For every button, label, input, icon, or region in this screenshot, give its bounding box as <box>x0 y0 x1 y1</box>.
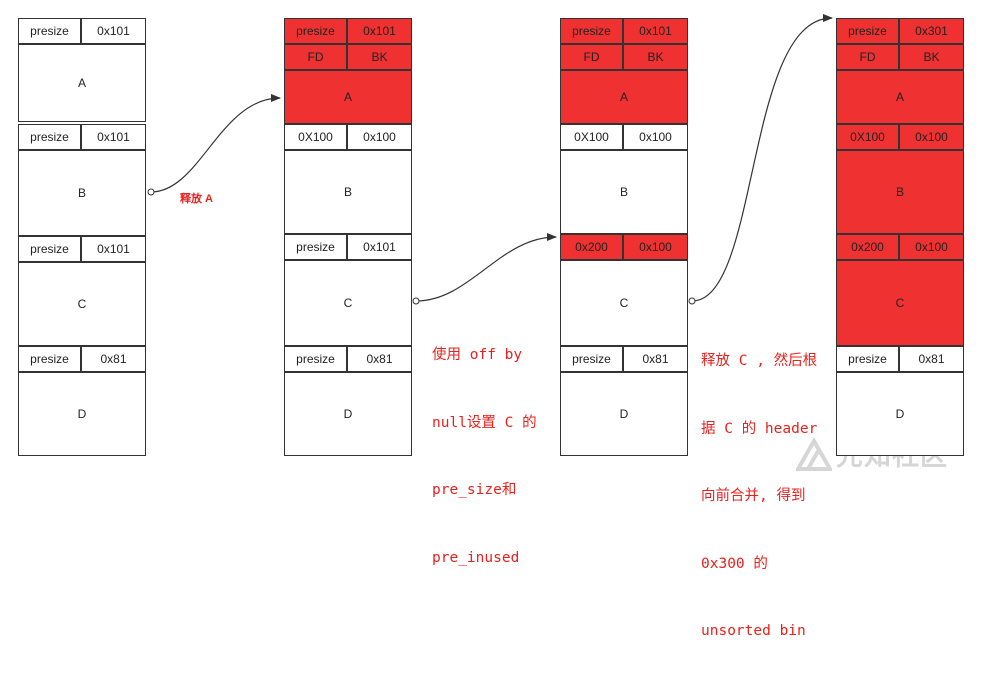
chunk-field-fd: FD <box>284 44 347 70</box>
chunk-field-presize: presize <box>284 234 347 260</box>
annotation-off-by-null: 使用 off by null设置 C 的 pre_size和 pre_inuse… <box>432 299 537 614</box>
chunk-body-d: D <box>18 372 146 456</box>
chunk-field-bk: BK <box>347 44 412 70</box>
chunk-field-bk: BK <box>899 44 964 70</box>
heap-diagram: 释放 A 使用 off by null设置 C 的 pre_size和 pre_… <box>18 14 964 639</box>
arrow-free-c-origin <box>688 297 696 305</box>
chunk-body-a: A <box>284 70 412 124</box>
chunk-field-0x101: 0x101 <box>81 236 146 262</box>
chunk-body-b: B <box>560 150 688 234</box>
chunk-body-b: B <box>18 150 146 236</box>
chunk-body-b: B <box>284 150 412 234</box>
chunk-field-0x100: 0X100 <box>284 124 347 150</box>
annotation-line: 向前合并, 得到 <box>701 488 806 504</box>
chunk-field-0x200: 0x200 <box>836 234 899 260</box>
chunk-body-a: A <box>560 70 688 124</box>
arrow-free-a-origin <box>147 188 155 196</box>
chunk-body-d: D <box>560 372 688 456</box>
chunk-field-presize: presize <box>284 346 347 372</box>
watermark-logo-icon <box>796 437 832 471</box>
chunk-field-bk: BK <box>623 44 688 70</box>
chunk-field-presize: presize <box>836 18 899 44</box>
chunk-field-0x100: 0x100 <box>347 124 412 150</box>
chunk-field-presize: presize <box>836 346 899 372</box>
annotation-line: 0x300 的 <box>701 555 768 572</box>
chunk-field-0x101: 0x101 <box>81 18 146 44</box>
chunk-field-0x200: 0x200 <box>560 234 623 260</box>
chunk-field-0x100: 0x100 <box>899 124 964 150</box>
chunk-field-0x100: 0X100 <box>560 124 623 150</box>
chunk-body-c: C <box>560 260 688 346</box>
chunk-field-fd: FD <box>560 44 623 70</box>
annotation-line: pre_inused <box>432 549 520 566</box>
chunk-field-0x101: 0x101 <box>347 18 412 44</box>
chunk-field-fd: FD <box>836 44 899 70</box>
chunk-field-0x101: 0x101 <box>347 234 412 260</box>
annotation-line: pre_size和 <box>432 482 517 498</box>
annotation-free-a: 释放 A <box>180 193 213 205</box>
chunk-field-presize: presize <box>18 18 81 44</box>
annotation-line: null设置 C 的 <box>432 414 537 431</box>
chunk-body-d: D <box>284 372 412 456</box>
chunk-field-0x101: 0x101 <box>623 18 688 44</box>
chunk-body-b: B <box>836 150 964 234</box>
chunk-body-c: C <box>284 260 412 346</box>
chunk-body-a: A <box>18 44 146 122</box>
chunk-field-0x101: 0x101 <box>81 124 146 150</box>
chunk-field-0x100: 0x100 <box>623 234 688 260</box>
arrow-off-by-null-origin <box>412 297 420 305</box>
chunk-body-c: C <box>18 262 146 346</box>
chunk-field-presize: presize <box>18 236 81 262</box>
chunk-field-presize: presize <box>18 346 81 372</box>
chunk-body-d: D <box>836 372 964 456</box>
annotation-line: 据 C 的 header <box>701 420 818 437</box>
chunk-field-presize: presize <box>284 18 347 44</box>
annotation-line: 使用 off by <box>432 347 523 363</box>
chunk-field-presize: presize <box>560 346 623 372</box>
chunk-field-0x81: 0x81 <box>623 346 688 372</box>
arrow-free-c <box>691 14 833 302</box>
chunk-field-0x100: 0x100 <box>623 124 688 150</box>
chunk-field-0x81: 0x81 <box>81 346 146 372</box>
arrow-layer <box>147 14 833 305</box>
chunk-body-a: A <box>836 70 964 124</box>
chunk-field-0x100: 0X100 <box>836 124 899 150</box>
arrow-free-a <box>150 94 281 193</box>
chunk-field-presize: presize <box>18 124 81 150</box>
arrow-off-by-null <box>415 233 557 302</box>
chunk-field-0x301: 0x301 <box>899 18 964 44</box>
chunk-body-c: C <box>836 260 964 346</box>
chunk-field-presize: presize <box>560 18 623 44</box>
annotation-free-c: 释放 C , 然后根 据 C 的 header 向前合并, 得到 0x300 的… <box>701 305 817 688</box>
annotation-line: 释放 C , 然后根 <box>701 353 818 369</box>
chunk-field-0x100: 0x100 <box>899 234 964 260</box>
annotation-line: unsorted bin <box>701 623 806 639</box>
chunk-field-0x81: 0x81 <box>347 346 412 372</box>
chunk-field-0x81: 0x81 <box>899 346 964 372</box>
